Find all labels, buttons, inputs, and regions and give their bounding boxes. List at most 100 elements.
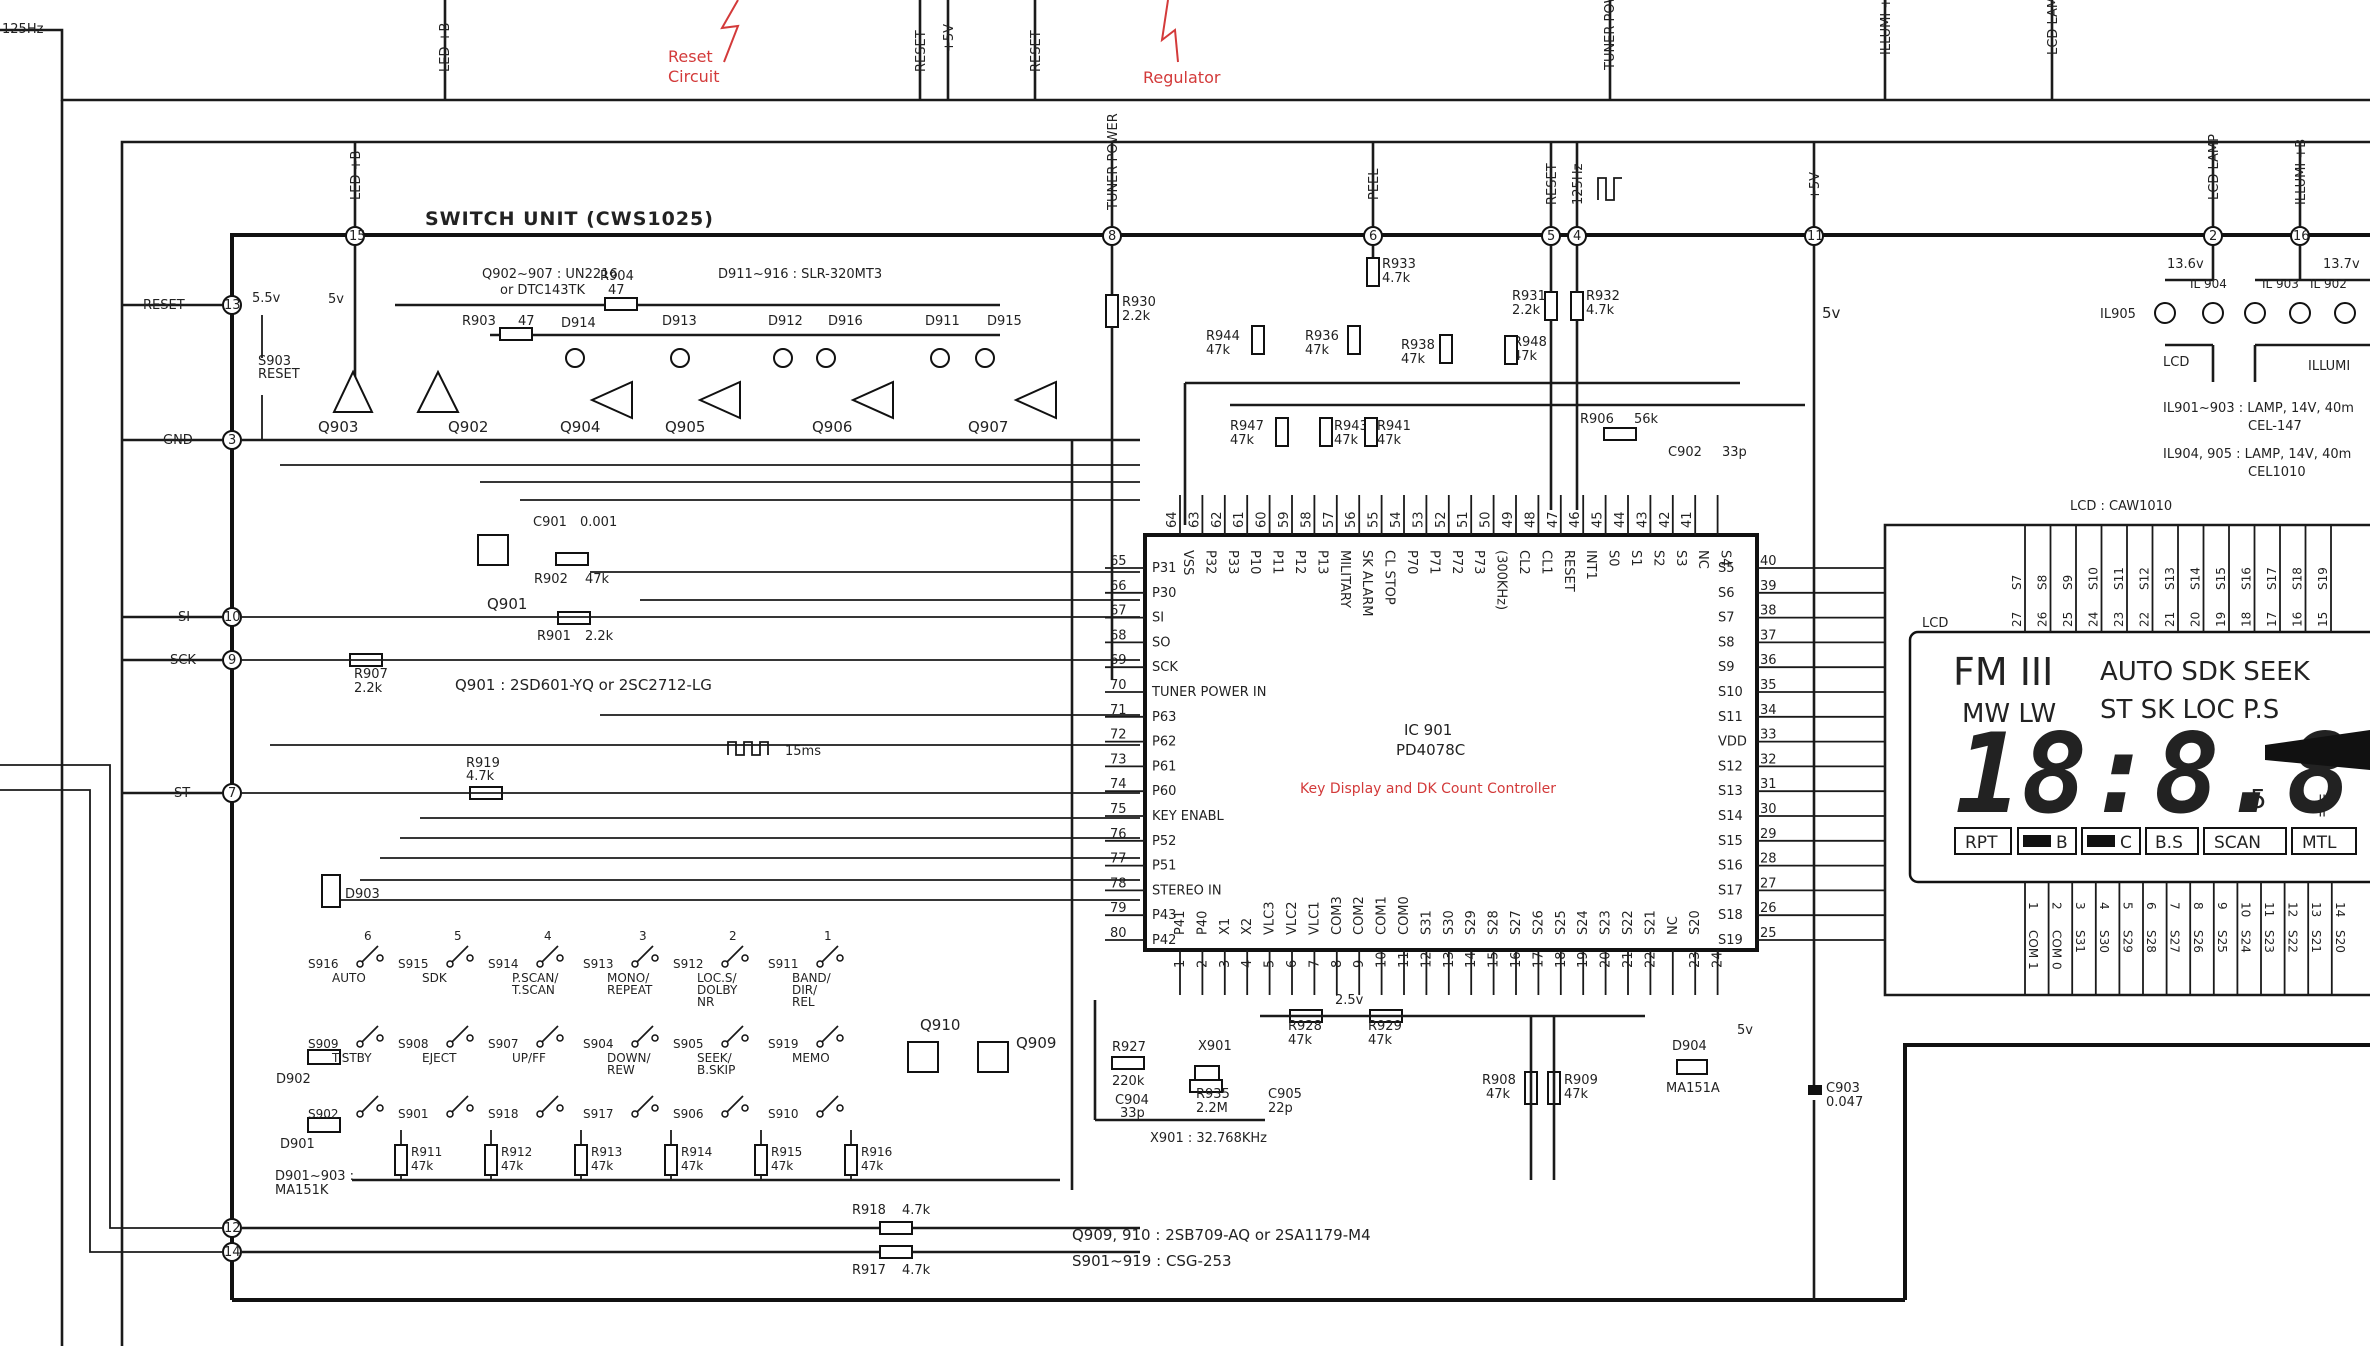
svg-text:D902: D902 xyxy=(276,1072,311,1087)
ic-pin-label-33: VDD xyxy=(1718,735,1747,750)
switch-grid: S9166AUTOS9155SDKS9144P.SCAN/T.SCANS9133… xyxy=(308,929,844,1121)
ic-pin-4: 4 xyxy=(1240,960,1255,968)
ic-pin-13: 13 xyxy=(1442,951,1457,968)
resistor-value-r914: 47k xyxy=(681,1159,703,1173)
inner-125hz: 125Hz xyxy=(1571,163,1586,205)
ic-pin-32: 32 xyxy=(1760,752,1777,767)
inner-tuner-power: TUNER POWER xyxy=(1106,113,1121,211)
svg-text:15: 15 xyxy=(349,229,366,244)
switch-s901: S901 xyxy=(398,1107,429,1121)
ic-pin-53: 53 xyxy=(1411,511,1426,528)
q910-icon xyxy=(907,1041,939,1073)
lcd-bottom-seg-4: S29 xyxy=(2120,930,2134,953)
ic-pin-24: 24 xyxy=(1711,951,1726,968)
svg-text:MA151A: MA151A xyxy=(1666,1081,1720,1096)
crystal-section: R927 220k X901 R935 2.2M C904 33p C905 2… xyxy=(1093,993,1863,1300)
ic-pin-22: 22 xyxy=(1643,951,1658,968)
resistor-r915: R915 xyxy=(771,1145,802,1159)
svg-text:Q906: Q906 xyxy=(812,418,852,436)
svg-text:13.7v: 13.7v xyxy=(2323,257,2360,272)
conn-reset: RESET xyxy=(143,298,185,313)
ic-pin-label-top-16: CL1 xyxy=(1538,550,1553,575)
ic-pin-label-top-21: S2 xyxy=(1650,550,1665,567)
ic-pin-73: 73 xyxy=(1110,752,1127,767)
lcd-bottom-seg-13: S20 xyxy=(2333,930,2347,953)
ic-pin-label-top-24: S4 xyxy=(1718,550,1733,567)
svg-text:220k: 220k xyxy=(1112,1074,1145,1089)
label-125hz: 125Hz xyxy=(2,22,44,37)
ic-pin-8: 8 xyxy=(1330,960,1345,968)
svg-text:15ms: 15ms xyxy=(785,744,821,759)
svg-text:R904: R904 xyxy=(600,269,634,284)
ic-pin-label-80: P42 xyxy=(1152,933,1176,948)
lcd-top-seg-1: S8 xyxy=(2036,575,2050,590)
ic901-top-pins: 64VSS63P3262P3361P1060P1159P1258P1357MIL… xyxy=(1165,495,1733,617)
lcd-top-seg-2: S9 xyxy=(2061,575,2075,590)
svg-text:R901: R901 xyxy=(537,629,571,644)
switch-fn-s914-1: T.SCAN xyxy=(511,983,555,997)
svg-text:or DTC143TK: or DTC143TK xyxy=(500,283,585,298)
svg-text:Q910: Q910 xyxy=(920,1016,960,1034)
ic901-description: Key Display and DK Count Controller xyxy=(1300,781,1556,797)
q902-icon xyxy=(416,369,460,413)
switch-num-s912: 2 xyxy=(729,929,737,943)
ic-pin-label-70: TUNER POWER IN xyxy=(1151,685,1266,700)
svg-text:IL 903: IL 903 xyxy=(2262,277,2299,291)
ic-pin-71: 71 xyxy=(1110,703,1127,718)
svg-text:47k: 47k xyxy=(1513,349,1538,364)
lcd-bottom-num-7: 8 xyxy=(2191,902,2205,910)
svg-text:X901: X901 xyxy=(1198,1039,1232,1054)
svg-text:4.7k: 4.7k xyxy=(1382,271,1411,286)
ic-pin-78: 78 xyxy=(1110,876,1127,891)
ic-pin-44: 44 xyxy=(1613,511,1628,528)
switch-fn-s905-0: SEEK/ xyxy=(697,1051,733,1065)
lcd-top-num-0: 27 xyxy=(2010,612,2024,627)
ic901-part: PD4078C xyxy=(1396,741,1465,759)
red-arrow-regulator xyxy=(1160,0,1179,63)
ic-pin-label-bottom-12: S30 xyxy=(1442,910,1457,935)
svg-text:R938: R938 xyxy=(1401,338,1435,353)
ic-pin-20: 20 xyxy=(1599,951,1614,968)
ic-pin-label-69: SCK xyxy=(1152,660,1178,675)
q901-icon xyxy=(477,534,509,566)
ic-pin-75: 75 xyxy=(1110,802,1127,817)
lcd-top-num-12: 15 xyxy=(2316,612,2330,627)
ic-pin-label-26: S18 xyxy=(1718,908,1743,923)
ic901-bottom-pins: 1P412P403X14X25VLC36VLC27VLC18COM39COM21… xyxy=(1173,896,1726,995)
ic-pin-6: 6 xyxy=(1285,960,1300,968)
ic-pin-56: 56 xyxy=(1344,511,1359,528)
svg-text:R935: R935 xyxy=(1196,1087,1230,1102)
lcd-top-num-1: 26 xyxy=(2036,612,2050,627)
inner-lcd-lamp: LCD LAMP xyxy=(2207,134,2222,200)
label-reset-1: RESET xyxy=(914,30,929,72)
lcd-bottom-seg-7: S26 xyxy=(2191,930,2205,953)
ic-pin-41: 41 xyxy=(1680,511,1695,528)
lcd-bottom-num-11: 12 xyxy=(2286,902,2300,917)
svg-text:R943: R943 xyxy=(1334,419,1368,434)
ic-pin-label-76: P52 xyxy=(1152,834,1176,849)
ic-pin-label-31: S13 xyxy=(1718,784,1743,799)
ic-pin-label-top-9: CL STOP xyxy=(1382,550,1397,605)
svg-text:R908: R908 xyxy=(1482,1073,1516,1088)
ic-pin-label-top-14: (300KHz) xyxy=(1494,550,1509,610)
svg-text:9: 9 xyxy=(228,653,236,668)
svg-text:C905: C905 xyxy=(1268,1087,1302,1102)
lcd-top-seg-0: S7 xyxy=(2010,575,2024,590)
ic-pin-58: 58 xyxy=(1299,511,1314,528)
label-plus5v: +5V xyxy=(942,24,957,52)
ic-pin-61: 61 xyxy=(1232,511,1247,528)
lcd-bottom-seg-5: S28 xyxy=(2144,930,2158,953)
svg-text:IL901~903 : LAMP, 14V, 40m: IL901~903 : LAMP, 14V, 40m xyxy=(2163,401,2354,416)
ic-pin-label-bottom-0: P41 xyxy=(1173,911,1188,935)
switch-s904: S904 xyxy=(583,1037,614,1051)
svg-text:B.S: B.S xyxy=(2155,833,2183,853)
lcd-top-seg-10: S17 xyxy=(2265,567,2279,590)
svg-text:47k: 47k xyxy=(1368,1033,1393,1048)
svg-text:R928: R928 xyxy=(1288,1019,1322,1034)
ic-pin-label-bottom-7: COM3 xyxy=(1330,896,1345,935)
svg-text:22p: 22p xyxy=(1268,1101,1293,1116)
switch-unit-box: SWITCH UNIT (CWS1025) xyxy=(230,208,2370,1302)
ic-pin-label-38: S7 xyxy=(1718,611,1735,626)
ic-pin-label-bottom-5: VLC2 xyxy=(1285,902,1300,935)
svg-text:R936: R936 xyxy=(1305,329,1339,344)
